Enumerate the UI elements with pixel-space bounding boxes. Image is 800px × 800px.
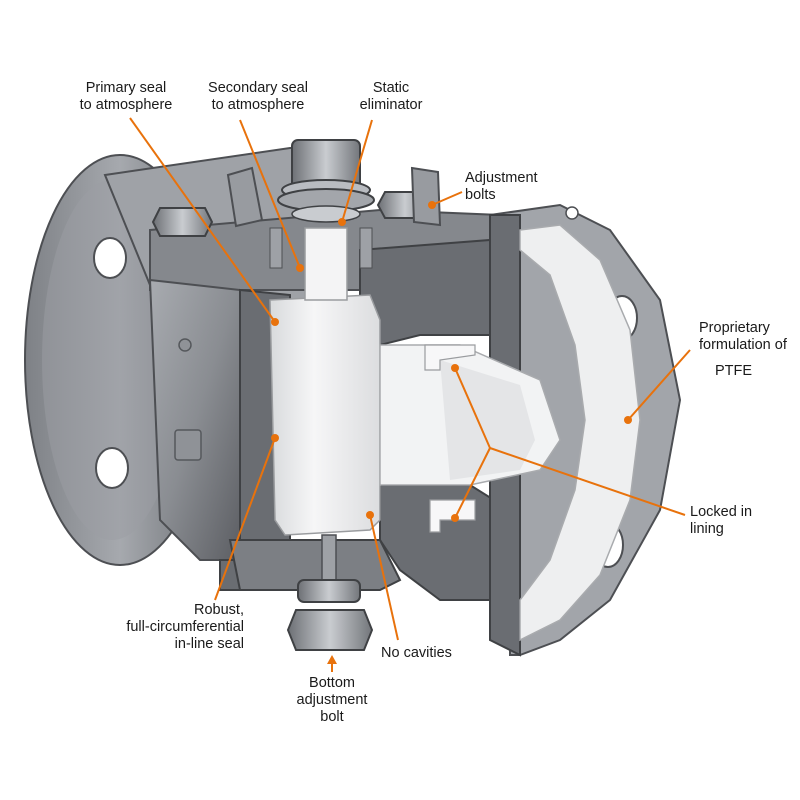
leader-static-eliminator — [341, 119, 373, 223]
flange-bolt-hole — [95, 447, 129, 489]
leader-locked-lining-lower — [454, 447, 491, 519]
top-adjustment-bolts — [151, 166, 442, 269]
leader-dots — [271, 201, 632, 522]
label-static-eliminator: Static eliminator — [359, 80, 423, 113]
leader-ptfe — [627, 349, 691, 421]
leader-primary-seal — [129, 117, 276, 323]
flange-bolt-hole — [93, 237, 127, 279]
leader-lines — [129, 117, 691, 672]
label-bottom-bolt: Bottom adjustment bolt — [296, 675, 368, 725]
label-adjustment-bolts: Adjustment bolts — [465, 170, 538, 203]
leader-locked-lining-upper — [454, 367, 491, 449]
label-no-cavities: No cavities — [381, 645, 452, 661]
leader-secondary-seal — [239, 119, 301, 269]
leader-adjustment-bolts — [431, 191, 463, 206]
leader-locked-lining-main — [489, 447, 686, 516]
label-robust-seal: Robust, full-circumferential in-line sea… — [126, 602, 244, 652]
label-primary-seal: Primary seal to atmosphere — [79, 80, 173, 113]
label-locked-lining: Locked in lining — [690, 504, 753, 537]
leader-robust-seal — [214, 437, 276, 601]
leader-bottom-bolt-arrow — [327, 655, 337, 664]
leader-no-cavities — [369, 514, 399, 641]
label-ptfe: Proprietary formulation of PTFE — [699, 320, 787, 379]
label-secondary-seal: Secondary seal to atmosphere — [208, 80, 308, 113]
bottom-adjustment-bolt — [286, 534, 374, 651]
